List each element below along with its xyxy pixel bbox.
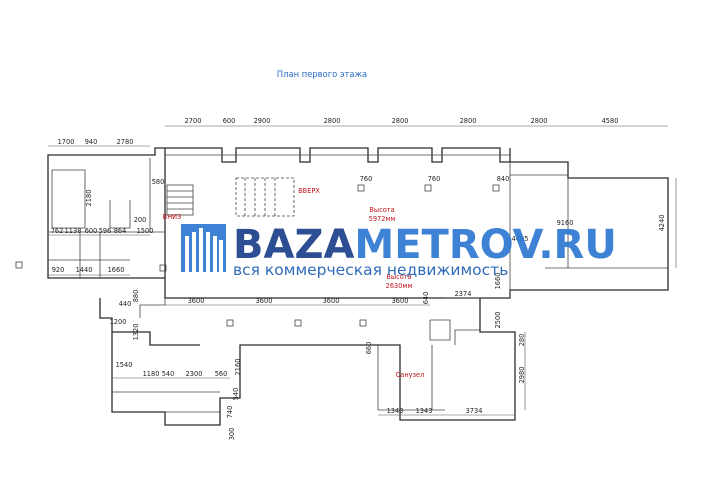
dim-text: 1138 (65, 227, 82, 235)
dim-text: 1660 (494, 273, 502, 290)
dim-text: 2700 (185, 117, 202, 125)
watermark-tagline: вся коммерческая недвижимость (233, 261, 508, 279)
dim-text: 200 (134, 216, 147, 224)
staircase-left (166, 184, 194, 216)
dim-text: 4240 (658, 215, 666, 232)
dim-text: 596 (99, 227, 112, 235)
dim-text: 640 (422, 292, 430, 305)
dim-text: 1660 (108, 266, 125, 274)
dim-text: 3600 (392, 297, 409, 305)
vertical-dimensions: 2180 580 200 880 440 1200 1320 1540 2160… (85, 178, 526, 440)
dim-text: 2374 (455, 290, 472, 298)
dim-text: 2500 (494, 312, 502, 329)
brand-part-2: METROV.RU (354, 222, 616, 268)
dim-text: 2160 (234, 359, 242, 376)
dim-text: 3600 (323, 297, 340, 305)
dim-text: 600 (85, 227, 98, 235)
right-dimensions: 2374 4240 9160 840 760 760 4495 (360, 175, 666, 298)
lower-dimensions: 1180 540 2300 560 (143, 370, 228, 378)
dim-text: 280 (518, 334, 526, 347)
dim-text: 740 (226, 406, 234, 419)
dim-text: 600 (223, 117, 236, 125)
dim-text: 2800 (531, 117, 548, 125)
dim-text: 1200 (110, 318, 127, 326)
brand-part-1: BAZA (233, 222, 354, 268)
height-value-1: 5972мм (369, 215, 396, 223)
dim-text: 760 (428, 175, 441, 183)
dim-text: 1343 (387, 407, 404, 415)
dim-text: 1180 (143, 370, 160, 378)
dim-text: 9160 (557, 219, 574, 227)
dim-text: 660 (365, 342, 373, 355)
dim-text: 840 (497, 175, 510, 183)
room-labels: ВНИЗ ВВЕРХ Высота 5972мм Высота 2630мм С… (163, 187, 425, 379)
top-dimensions: 2700 600 2900 2800 2800 2800 2800 4580 (185, 117, 619, 125)
dim-text: 1540 (116, 361, 133, 369)
dim-text: 2800 (460, 117, 477, 125)
columns (15, 184, 500, 327)
dim-text: 3600 (256, 297, 273, 305)
wc-label: Санузел (396, 371, 425, 379)
height-label-2: Высота (386, 273, 411, 281)
height-label-1: Высота (369, 206, 394, 214)
watermark: BAZAMETROV.RU вся коммерческая недвижимо… (181, 222, 617, 279)
dim-text: 4580 (602, 117, 619, 125)
dim-text: 2980 (518, 367, 526, 384)
dimension-lines (48, 125, 677, 416)
outer-walls (47, 147, 669, 426)
dim-text: 762 (51, 227, 64, 235)
building-logo-icon (181, 224, 226, 272)
height-value-2: 2630мм (386, 282, 413, 290)
bottom-dimensions: 1343 1343 3734 (387, 407, 483, 415)
dim-text: 540 (162, 370, 175, 378)
dim-text: 2800 (392, 117, 409, 125)
dim-text: 2300 (186, 370, 203, 378)
dim-text: 1343 (416, 407, 433, 415)
dim-text: 540 (232, 388, 240, 401)
dim-text: 920 (52, 266, 65, 274)
dim-text: 560 (215, 370, 228, 378)
left-dimensions: 1700 940 2780 762 1138 600 596 864 1500 … (51, 138, 154, 274)
dim-text: 1440 (76, 266, 93, 274)
dim-text: 2780 (117, 138, 134, 146)
staircase-right (235, 177, 295, 217)
dim-text: 3734 (466, 407, 483, 415)
dim-text: 1320 (132, 324, 140, 341)
dim-text: 580 (152, 178, 165, 186)
stair-down-label: ВНИЗ (163, 213, 182, 221)
dim-text: 2180 (85, 190, 93, 207)
watermark-brand: BAZAMETROV.RU (233, 222, 617, 268)
dim-text: 864 (114, 227, 127, 235)
dim-text: 760 (360, 175, 373, 183)
middle-dimensions: 3600 3600 3600 3600 (188, 297, 409, 305)
dim-text: 880 (132, 290, 140, 303)
stair-up-label: ВВЕРХ (298, 187, 320, 195)
dim-text: 2900 (254, 117, 271, 125)
dim-text: 1500 (137, 227, 154, 235)
dim-text: 3600 (188, 297, 205, 305)
dim-text: 440 (119, 300, 132, 308)
dim-text: 940 (85, 138, 98, 146)
dim-text: 2800 (324, 117, 341, 125)
dim-text: 4495 (512, 235, 529, 243)
dim-text: 1700 (58, 138, 75, 146)
dim-text: 300 (228, 428, 236, 441)
plan-title: План первого этажа (277, 69, 367, 79)
